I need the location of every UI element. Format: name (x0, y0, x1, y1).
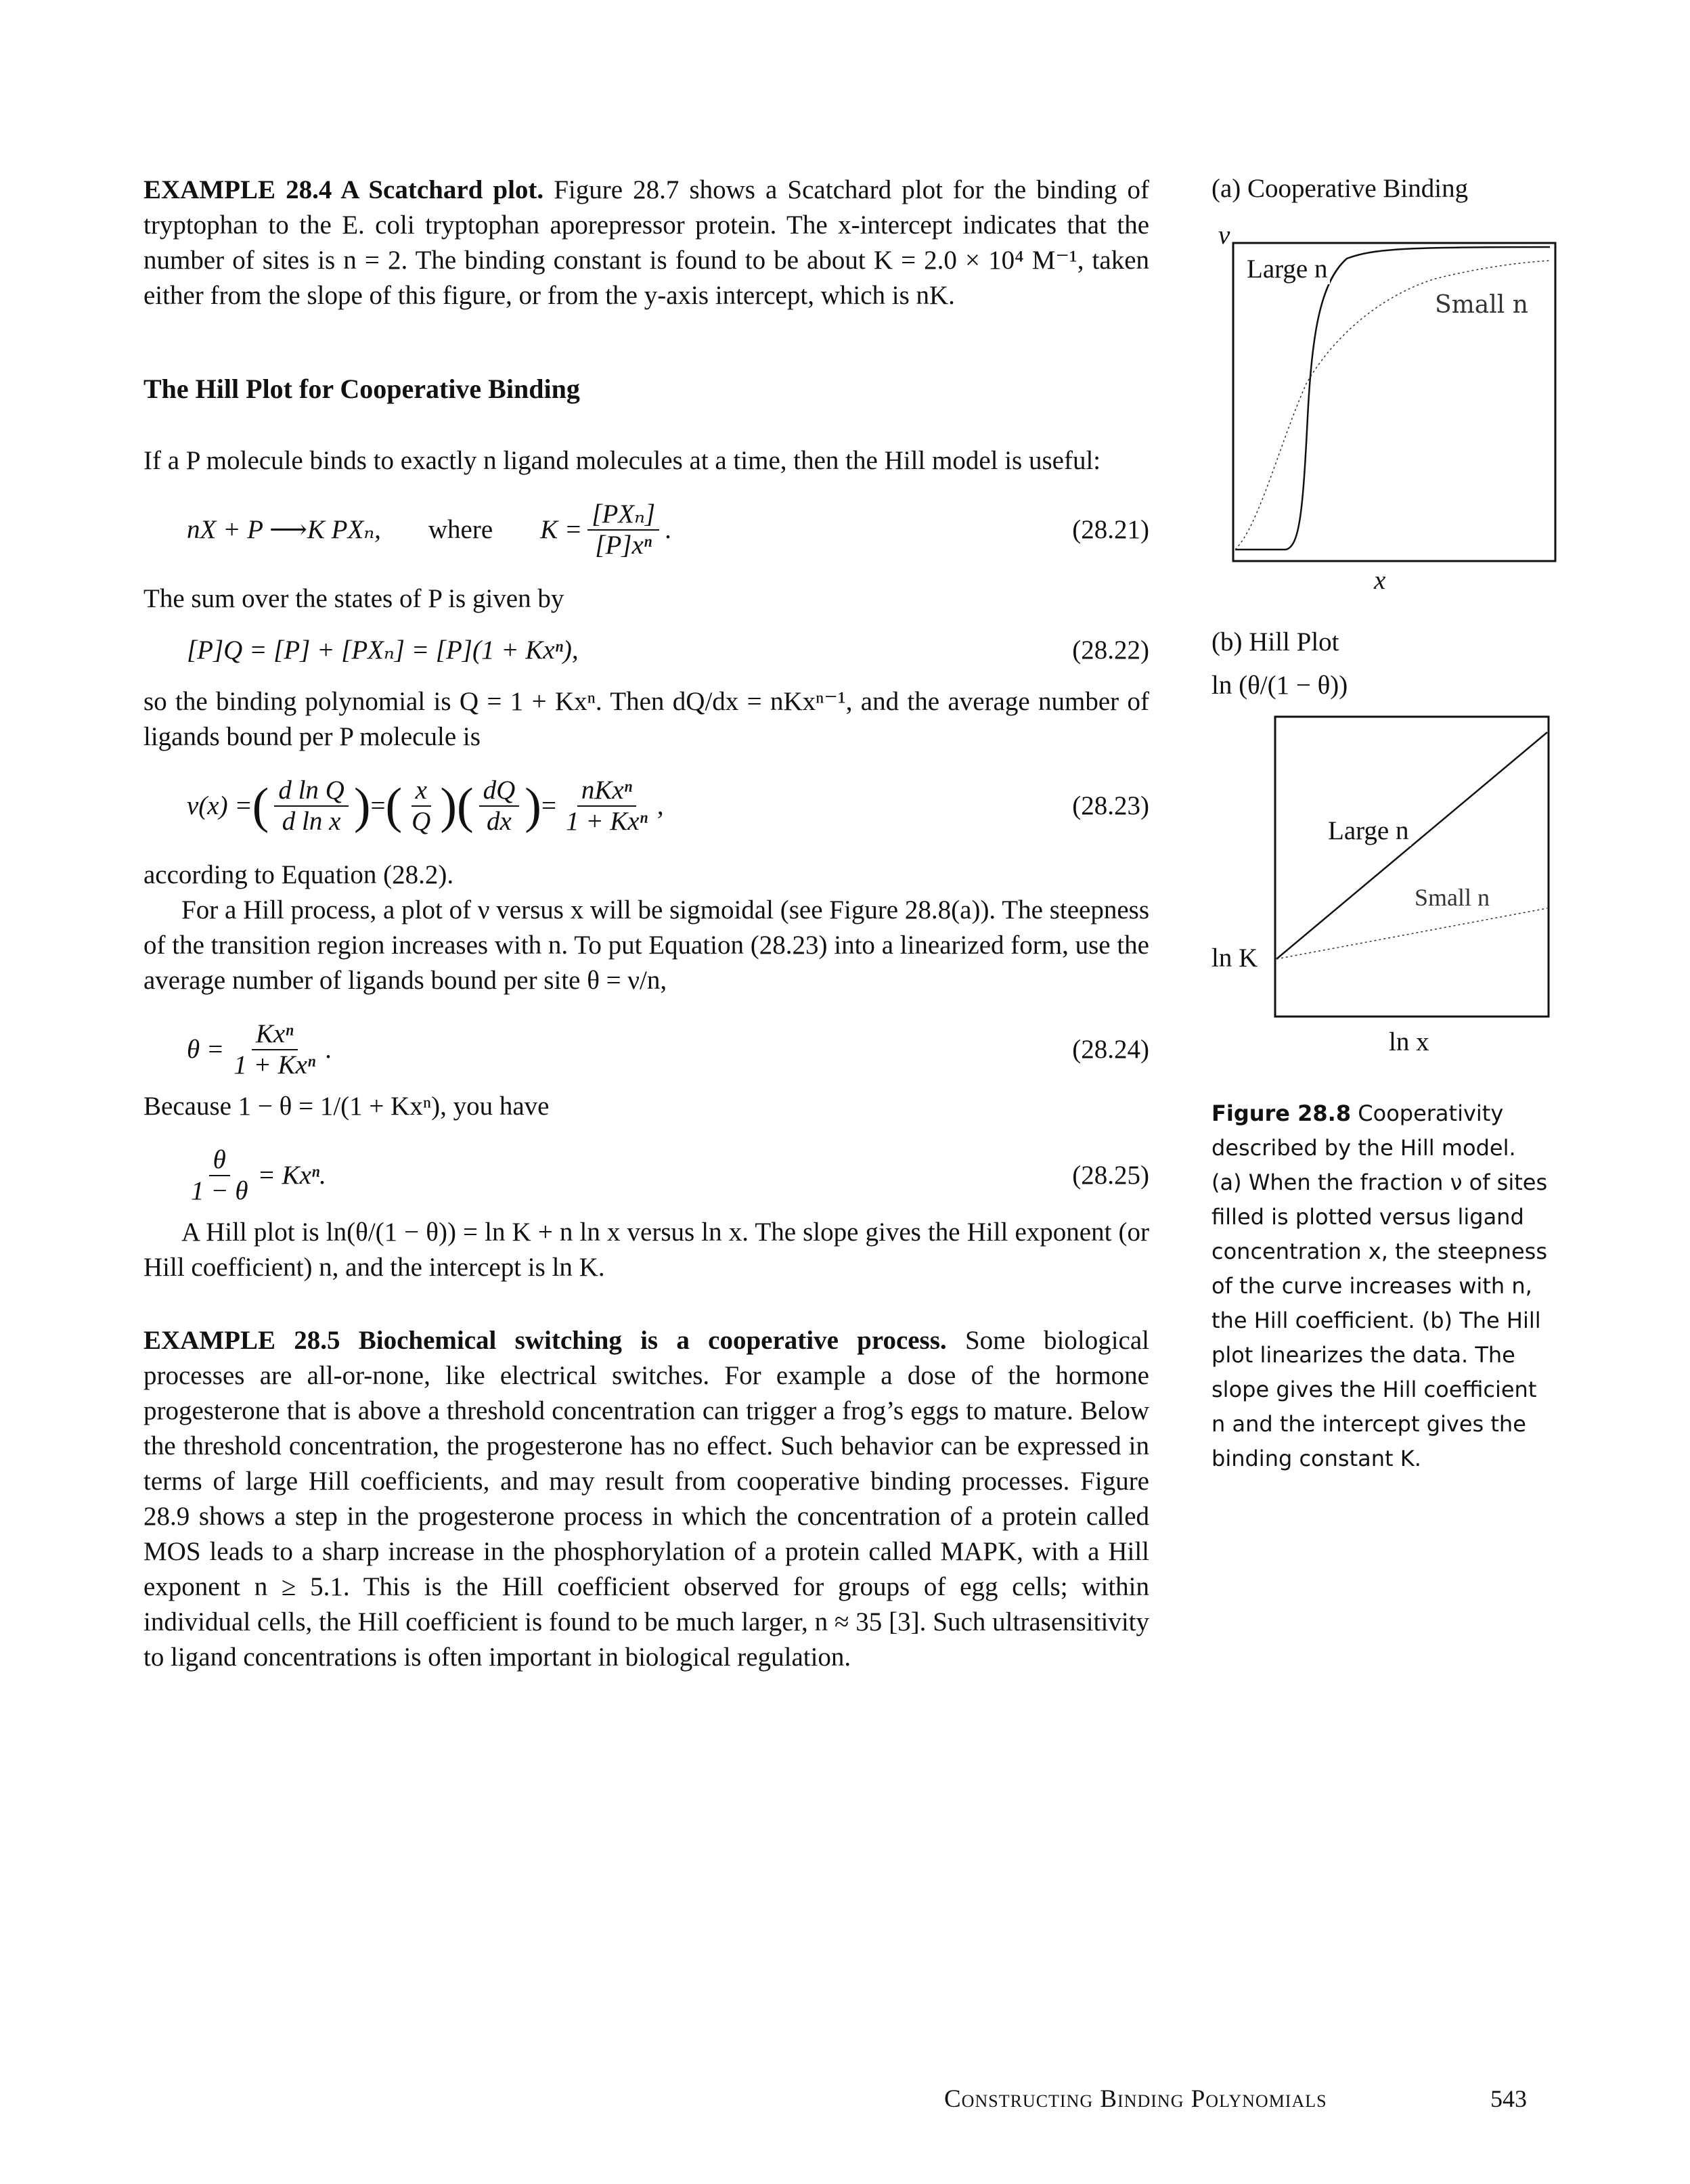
example-28-5: EXAMPLE 28.5 Biochemical switching is a … (143, 1323, 1149, 1675)
example-28-5-heading: EXAMPLE 28.5 Biochemical switching is a … (143, 1326, 947, 1355)
eq21-label: (28.21) (1072, 515, 1149, 544)
sum-paragraph: The sum over the states of P is given by (143, 584, 564, 613)
eq23-f2-den: Q (412, 807, 431, 836)
eq25-fraction: θ 1 − θ (187, 1145, 252, 1206)
panel-b-ylabel: ln (θ/(1 − θ)) (1211, 671, 1348, 700)
panel-b-title: (b) Hill Plot (1211, 627, 1339, 656)
page-number: 543 (1490, 2085, 1527, 2112)
eq24-lhs: θ = (187, 1035, 225, 1064)
eq21-tail: . (665, 515, 671, 544)
example-28-4-text: Figure 28.7 shows a Scatchard plot for t… (143, 175, 1149, 310)
eq24-fraction: Kxⁿ 1 + Kxⁿ (229, 1019, 319, 1080)
panel-b-large-n: Large n (1325, 816, 1412, 846)
panel-a-large-n: Large n (1244, 254, 1331, 284)
caption-text: Cooperativity described by the Hill mode… (1211, 1100, 1548, 1471)
equation-28-21: nX + P ⟶K PXₙ, where K = [PXₙ] [P]xⁿ . (… (143, 491, 1149, 569)
panel-a-plot (1232, 242, 1557, 562)
panel-b-small-n: Small n (1415, 884, 1490, 911)
main-column: EXAMPLE 28.4 A Scatchard plot. Figure 28… (143, 173, 1149, 1675)
eq24-numerator: Kxⁿ (251, 1019, 298, 1050)
eq23-f1-num: d ln Q (274, 776, 349, 807)
eq23-f3-den: dx (487, 807, 512, 836)
eq21-lhs: nX + P ⟶K PXₙ, (187, 515, 381, 544)
eq23-eq2: = (541, 791, 556, 820)
eq23-f1-den: d ln x (282, 807, 341, 836)
eq21-fraction: [PXₙ] [P]xⁿ (587, 499, 660, 560)
eq23-f4-den: 1 + Kxⁿ (565, 807, 648, 836)
eq22-label: (28.22) (1072, 636, 1149, 665)
panel-b-intercept-label: ln K (1211, 943, 1258, 973)
eq23-lhs: ν(x) = (187, 791, 252, 820)
eq25-label: (28.25) (1072, 1161, 1149, 1190)
eq23-f3-num: dQ (479, 776, 520, 807)
large-n-curve (1235, 246, 1551, 551)
panel-a-frame (1232, 242, 1557, 562)
example-28-5-text: Some biological processes are all-or-non… (143, 1326, 1149, 1672)
eq21-k: K = (540, 515, 583, 544)
polynomial-paragraph: so the binding polynomial is Q = 1 + Kxⁿ… (143, 687, 1149, 751)
eq23-f4-num: nKxⁿ (577, 776, 636, 807)
panel-b-frame (1274, 715, 1550, 1018)
running-footer: Constructing Binding Polynomials (944, 2085, 1327, 2114)
panel-b-xlabel: ln x (1389, 1027, 1429, 1056)
according-line: according to Equation (28.2). (143, 860, 454, 889)
small-n-line (1276, 908, 1548, 960)
eq23-tail: , (657, 791, 664, 820)
panel-a-small-n: Small n (1435, 291, 1528, 319)
panel-a-xlabel: x (1374, 566, 1386, 595)
footer-title: Constructing Binding Polynomials (944, 2085, 1327, 2113)
eq23-eq1: = (370, 791, 386, 820)
eq23-f2-num: x (411, 776, 431, 807)
caption-label: Figure 28.8 (1211, 1100, 1352, 1126)
eq25-numerator: θ (208, 1145, 230, 1176)
figure-caption: Figure 28.8 Cooperativity described by t… (1211, 1096, 1550, 1476)
hill-paragraph: For a Hill process, a plot of ν versus x… (143, 895, 1149, 995)
because-line: Because 1 − θ = 1/(1 + Kxⁿ), you have (143, 1092, 550, 1121)
eq24-label: (28.24) (1072, 1035, 1149, 1064)
eq21-where: where (428, 515, 493, 544)
equation-28-25: θ 1 − θ = Kxⁿ. (28.25) (143, 1136, 1149, 1215)
intro-paragraph: If a P molecule binds to exactly n ligan… (143, 446, 1101, 475)
eq21-numerator: [PXₙ] (587, 499, 660, 531)
eq24-denominator: 1 + Kxⁿ (234, 1050, 316, 1079)
eq24-tail: . (325, 1035, 332, 1064)
equation-28-24: θ = Kxⁿ 1 + Kxⁿ . (28.24) (143, 1010, 1149, 1089)
equation-28-22: [P]Q = [P] + [PXₙ] = [P](1 + Kxⁿ), (28.2… (143, 629, 1149, 672)
panel-a-title: (a) Cooperative Binding (1211, 174, 1469, 203)
panel-b-plot (1274, 715, 1550, 1018)
eq25-denominator: 1 − θ (191, 1176, 248, 1205)
small-n-curve (1235, 260, 1551, 550)
section-title: The Hill Plot for Cooperative Binding (143, 374, 580, 404)
hillplot-paragraph: A Hill plot is ln(θ/(1 − θ)) = ln K + n … (143, 1218, 1149, 1282)
panel-a-ylabel: ν (1218, 221, 1230, 250)
example-28-4: EXAMPLE 28.4 A Scatchard plot. Figure 28… (143, 173, 1149, 313)
eq25-rhs: = Kxⁿ. (257, 1161, 326, 1190)
eq21-denominator: [P]xⁿ (595, 531, 652, 560)
eq23-label: (28.23) (1072, 791, 1149, 820)
example-28-4-heading: EXAMPLE 28.4 A Scatchard plot. (143, 175, 544, 204)
eq22-body: [P]Q = [P] + [PXₙ] = [P](1 + Kxⁿ), (187, 636, 579, 665)
large-n-line (1276, 732, 1548, 960)
